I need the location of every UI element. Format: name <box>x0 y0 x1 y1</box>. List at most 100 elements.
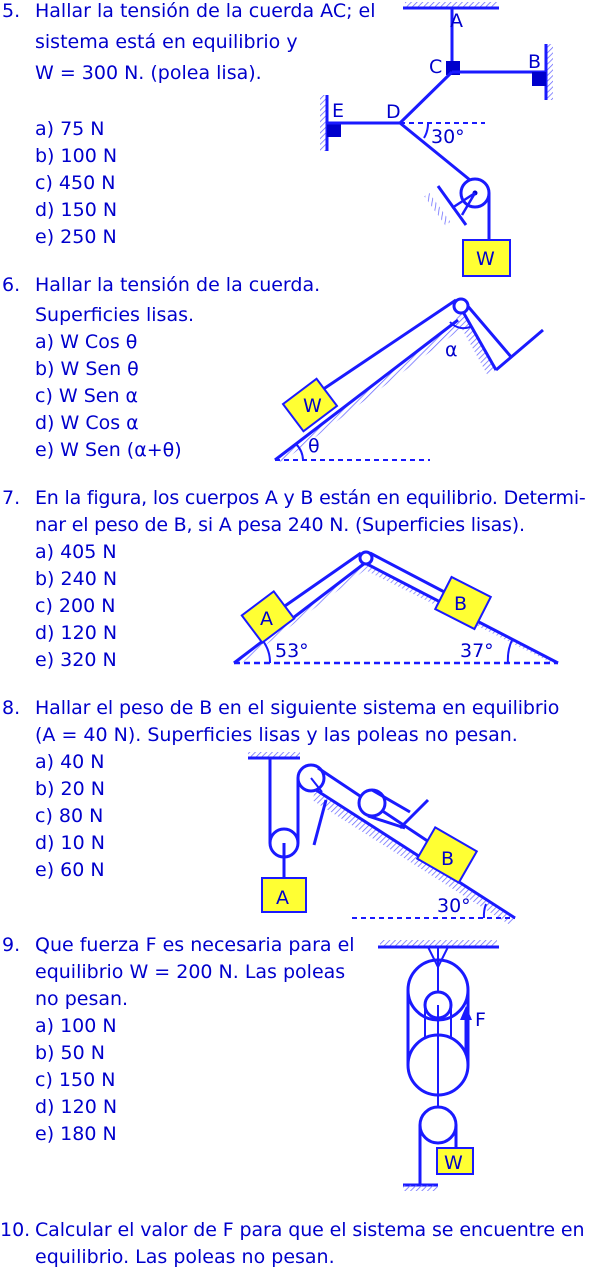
second-incline <box>460 309 498 371</box>
ceiling-support <box>380 940 497 946</box>
problem-number: 8. <box>2 697 21 719</box>
figure-6-diagram <box>274 297 544 462</box>
figure-5-diagram <box>320 2 553 277</box>
label-w: W <box>303 395 322 417</box>
ceiling-support <box>248 752 300 758</box>
pulley <box>452 297 470 315</box>
option: a) W Cos θ <box>35 331 138 353</box>
second-incline-hatch <box>456 310 496 376</box>
rope <box>321 298 457 392</box>
alpha-arc <box>449 321 473 330</box>
bottom-pulley <box>418 1105 458 1145</box>
option: d) 150 N <box>35 199 118 221</box>
label-b: B <box>441 848 454 870</box>
second-incline-end <box>495 328 544 372</box>
option: b) 50 N <box>35 1042 105 1064</box>
angle-arc <box>482 903 487 919</box>
force-arrowhead <box>460 1006 472 1020</box>
block-w <box>436 1147 474 1175</box>
label-e: E <box>332 100 344 122</box>
rope-d-pulley <box>399 121 471 182</box>
block-b <box>433 575 493 631</box>
option: e) 320 N <box>35 649 117 671</box>
statement-line: En la figura, los cuerpos A y B están en… <box>35 487 586 509</box>
rope-right <box>464 303 514 359</box>
option: c) 150 N <box>35 1069 116 1091</box>
problem-number: 9. <box>2 934 21 956</box>
anchor-bar <box>398 798 430 830</box>
statement-line: Hallar la tensión de la cuerda AC; el <box>35 0 376 22</box>
label-b: B <box>454 593 467 615</box>
statement-line: Calcular el valor de F para que el siste… <box>35 1219 585 1241</box>
statement-line: Hallar el peso de B en el siguiente sist… <box>35 697 560 719</box>
option: b) 240 N <box>35 568 118 590</box>
option: a) 405 N <box>35 541 117 563</box>
block-w <box>462 239 511 277</box>
statement-line: equilibrio W = 200 N. Las poleas <box>35 961 346 983</box>
option: c) 450 N <box>35 172 116 194</box>
problem-number: 10. <box>0 1219 31 1241</box>
incline-surface <box>315 788 516 920</box>
incline-hatch <box>275 320 462 462</box>
anchor-b <box>532 72 546 86</box>
figure-7-labels: A B 53° 37° <box>260 593 494 662</box>
incline-left <box>233 561 366 665</box>
rope-a <box>281 551 362 610</box>
label-d: D <box>386 101 401 123</box>
label-angle: 30° <box>437 895 471 917</box>
block-w <box>281 377 339 433</box>
label-c: C <box>429 56 442 78</box>
option: b) 20 N <box>35 778 105 800</box>
wedge-body <box>242 570 552 663</box>
pulley-bracket <box>460 192 477 216</box>
pulley-post <box>312 799 328 846</box>
option: a) 75 N <box>35 118 105 140</box>
figure-7-diagram <box>233 550 559 665</box>
label-a: A <box>276 887 289 909</box>
option: a) 100 N <box>35 1015 117 1037</box>
option: c) W Sen α <box>35 385 139 407</box>
angle-arc-right <box>506 639 513 664</box>
option: d) W Cos α <box>35 412 139 434</box>
angle-arc-left <box>262 640 272 664</box>
figure-9-diagram <box>378 940 499 1191</box>
floor-hatch <box>403 1185 438 1191</box>
label-w: W <box>444 1152 463 1174</box>
ceiling-support <box>405 2 497 8</box>
figure-8-diagram <box>248 752 516 925</box>
label-f: F <box>475 1009 486 1031</box>
hanger-bracket <box>427 946 449 970</box>
rope-segment <box>367 814 406 830</box>
label-angle-right: 37° <box>460 640 494 662</box>
option: e) 180 N <box>35 1123 117 1145</box>
incline-surface <box>274 318 459 462</box>
wall-b <box>546 44 553 100</box>
statement-line: (A = 40 N). Superficies lisas y las pole… <box>35 724 518 746</box>
figure-6-labels: W α θ <box>303 339 458 457</box>
statement-line: sistema está en equilibrio y <box>35 31 298 53</box>
pulley-bracket <box>310 777 323 793</box>
problem-number: 6. <box>2 274 21 296</box>
figure-5-labels: A C B E D 30° W <box>332 10 541 270</box>
option: e) 60 N <box>35 859 105 881</box>
block-a <box>240 589 296 645</box>
theta-arc <box>295 443 304 461</box>
anchor-e <box>327 123 341 137</box>
label-a: A <box>260 608 273 630</box>
pulley-bracket <box>451 191 476 210</box>
block-a <box>261 877 307 913</box>
statement-line: W = 300 N. (polea lisa). <box>35 62 262 84</box>
option: d) 120 N <box>35 622 118 644</box>
label-w: W <box>476 248 495 270</box>
statement-line: no pesan. <box>35 988 129 1010</box>
option: c) 200 N <box>35 595 116 617</box>
option: d) 120 N <box>35 1096 118 1118</box>
label-a: A <box>450 10 463 32</box>
option: b) W Sen θ <box>35 358 139 380</box>
option: b) 100 N <box>35 145 118 167</box>
label-angle: 30° <box>431 126 465 148</box>
pulley-mount-hatch <box>424 192 451 226</box>
option: a) 40 N <box>35 751 105 773</box>
option: d) 10 N <box>35 832 105 854</box>
statement-line: Superficies lisas. <box>35 304 195 326</box>
